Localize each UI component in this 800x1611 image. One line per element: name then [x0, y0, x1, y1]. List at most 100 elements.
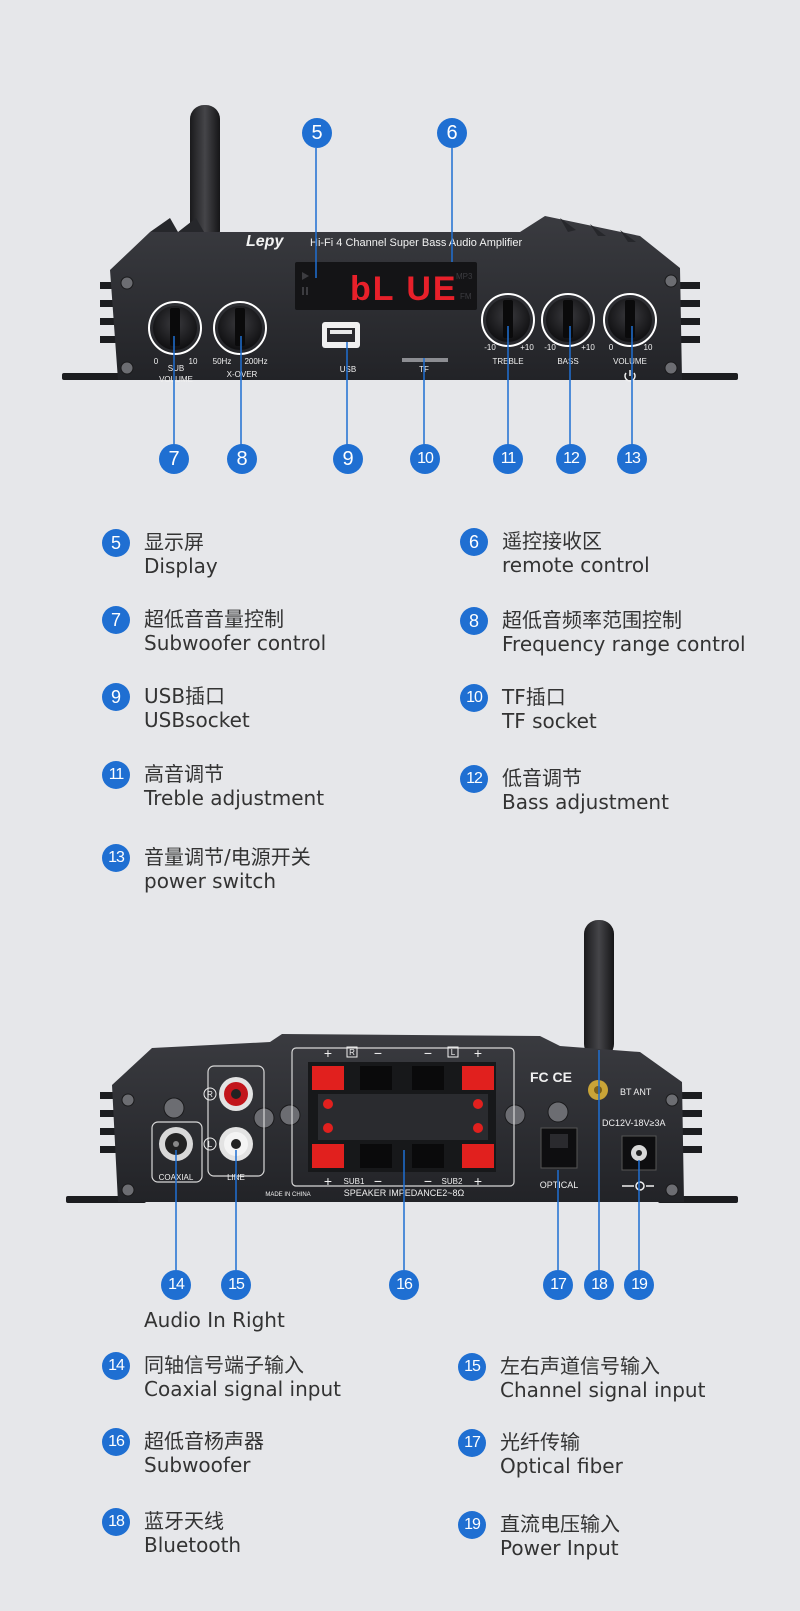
- desc-badge: 17: [458, 1429, 486, 1457]
- svg-text:L: L: [451, 1048, 456, 1057]
- svg-text:+10: +10: [520, 343, 534, 352]
- label-sub2: SUB2: [442, 1177, 463, 1186]
- desc-cn: 高音调节: [144, 762, 224, 786]
- brand-logo: Lepy: [246, 233, 284, 250]
- amplifier-front-view: Lepy Hi-Fi 4 Channel Super Bass Audio Am…: [62, 105, 738, 445]
- display-text: bL UE: [350, 270, 458, 308]
- callout-badge-15: 15: [221, 1270, 251, 1300]
- desc-en: TF socket: [502, 709, 597, 733]
- desc-en: power switch: [144, 869, 277, 893]
- tf-slot[interactable]: [402, 358, 448, 362]
- desc-en: USBsocket: [144, 708, 250, 732]
- desc-badge: 12: [460, 765, 488, 793]
- desc-cn: 蓝牙天线: [144, 1509, 224, 1533]
- desc-en: Channel signal input: [500, 1378, 706, 1402]
- desc-cn: 左右声道信号输入: [500, 1354, 660, 1378]
- label-sub1: SUB1: [344, 1177, 365, 1186]
- knob-volume[interactable]: [603, 293, 657, 347]
- desc-cn: 光纤传输: [500, 1430, 580, 1454]
- desc-cn: 音量调节/电源开关: [144, 845, 311, 869]
- callout-badge-11: 11: [493, 444, 523, 474]
- svg-text:+: +: [474, 1045, 482, 1061]
- desc-badge: 11: [102, 761, 130, 789]
- rca-right-jack[interactable]: [219, 1077, 253, 1111]
- desc-badge: 15: [458, 1353, 486, 1381]
- desc-cn: 直流电压输入: [500, 1512, 620, 1536]
- desc-en: Subwoofer: [144, 1453, 251, 1477]
- desc-en: Power Input: [500, 1536, 619, 1560]
- amplifier-rear-view: R L COAXIAL LINE + − − + + − − + R L SUB…: [66, 920, 738, 1270]
- svg-text:−: −: [374, 1173, 382, 1189]
- desc-en: Treble adjustment: [144, 786, 325, 810]
- desc-cn: 显示屏: [144, 530, 204, 554]
- label-optical: OPTICAL: [540, 1180, 579, 1190]
- dc-polarity-icon: [622, 1181, 654, 1191]
- label-xover: X-OVER: [227, 370, 258, 379]
- label-sub: SUB: [168, 364, 184, 373]
- desc-badge: 14: [102, 1352, 130, 1380]
- desc-en: Optical fiber: [500, 1454, 623, 1478]
- callout-badge-7: 7: [159, 444, 189, 474]
- desc-badge: 9: [102, 683, 130, 711]
- callout-badge-19: 19: [624, 1270, 654, 1300]
- svg-text:-10: -10: [544, 343, 556, 352]
- label-l: L: [208, 1140, 213, 1149]
- desc-badge: 13: [102, 844, 130, 872]
- desc-badge: 7: [102, 606, 130, 634]
- svg-text:+10: +10: [581, 343, 595, 352]
- usb-port[interactable]: [322, 322, 360, 348]
- callout-badge-5: 5: [302, 118, 332, 148]
- svg-text:−: −: [374, 1045, 382, 1061]
- antenna: [190, 105, 220, 245]
- desc-cn: 同轴信号端子输入: [144, 1353, 304, 1377]
- svg-text:R: R: [349, 1048, 355, 1057]
- label-xover-max: 200Hz: [244, 357, 267, 366]
- callout-badge-9: 9: [333, 444, 363, 474]
- svg-text:MP3: MP3: [456, 272, 473, 281]
- svg-text:−: −: [424, 1045, 432, 1061]
- power-icon: [624, 370, 636, 382]
- label-usb: USB: [340, 365, 356, 374]
- desc-cn: 遥控接收区: [502, 529, 602, 553]
- knob-bass[interactable]: [541, 293, 595, 347]
- callout-badge-18: 18: [584, 1270, 614, 1300]
- desc-en: Display: [144, 554, 218, 578]
- desc-en: remote control: [502, 553, 650, 577]
- label-dc-input: DC12V-18V≥3A: [602, 1118, 665, 1128]
- audio-in-note: Audio In Right: [144, 1308, 285, 1332]
- desc-badge: 5: [102, 529, 130, 557]
- label-made-in-china: MADE IN CHINA: [265, 1192, 310, 1198]
- label-sub-min: 0: [154, 357, 159, 366]
- desc-badge: 8: [460, 607, 488, 635]
- callout-badge-13: 13: [617, 444, 647, 474]
- desc-badge: 6: [460, 528, 488, 556]
- desc-cn: 超低音杨声器: [144, 1429, 264, 1453]
- knob-xover[interactable]: [213, 301, 267, 355]
- callout-badge-8: 8: [227, 444, 257, 474]
- desc-badge: 19: [458, 1511, 486, 1539]
- cert-marks: FC CE: [530, 1069, 572, 1085]
- svg-text:−: −: [424, 1173, 432, 1189]
- dc-power-jack[interactable]: [621, 1135, 657, 1171]
- coaxial-jack[interactable]: [159, 1127, 193, 1161]
- callout-badge-12: 12: [556, 444, 586, 474]
- knob-sub-volume[interactable]: [148, 301, 202, 355]
- display-screen: [295, 262, 477, 310]
- svg-text:FM: FM: [460, 292, 472, 301]
- label-sub-volume: VOLUME: [159, 375, 193, 384]
- callout-badge-10: 10: [410, 444, 440, 474]
- desc-cn: TF插口: [502, 685, 566, 709]
- label-bt-ant: BT ANT: [620, 1087, 652, 1097]
- bt-antenna-connector[interactable]: [588, 1080, 608, 1100]
- rca-left-jack[interactable]: [219, 1127, 253, 1161]
- svg-text:10: 10: [644, 343, 653, 352]
- svg-text:+: +: [474, 1173, 482, 1189]
- desc-badge: 16: [102, 1428, 130, 1456]
- desc-cn: 超低音音量控制: [144, 607, 284, 631]
- label-r: R: [207, 1090, 213, 1099]
- callout-badge-16: 16: [389, 1270, 419, 1300]
- desc-en: Bluetooth: [144, 1533, 242, 1557]
- svg-text:+: +: [324, 1045, 332, 1061]
- desc-en: Coaxial signal input: [144, 1377, 341, 1401]
- desc-en: Bass adjustment: [502, 790, 669, 814]
